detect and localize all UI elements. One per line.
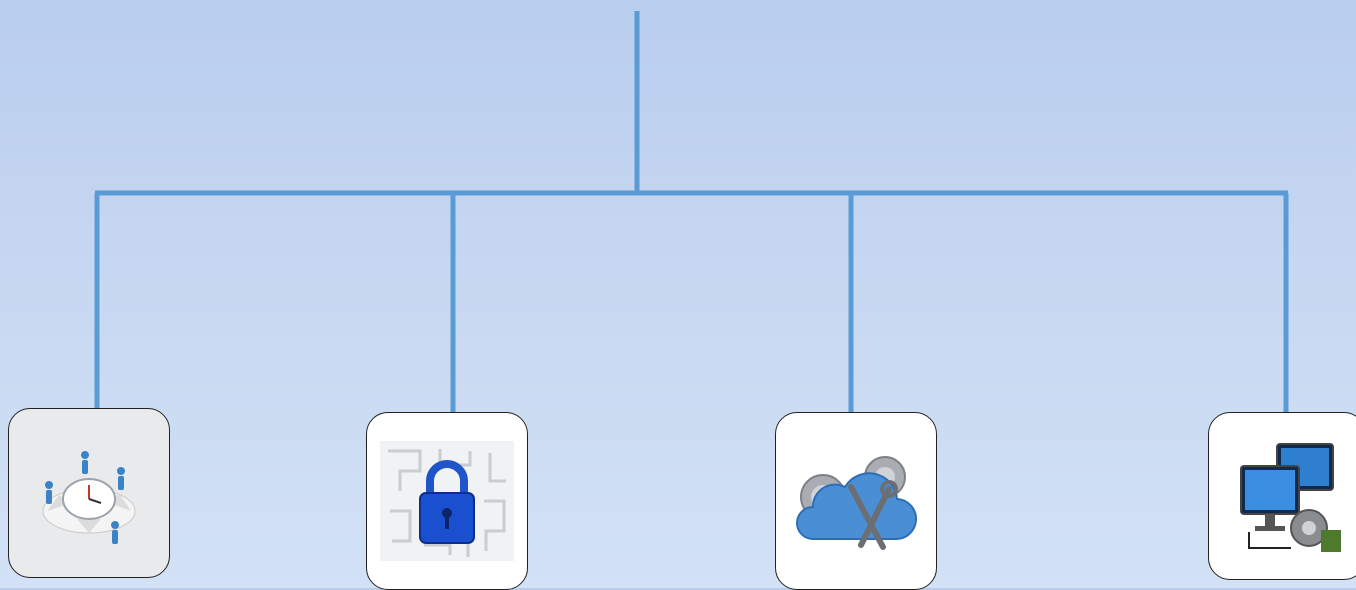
node-computers-settings <box>1208 412 1356 580</box>
node-security-lock <box>366 412 528 590</box>
cloud-gear-tools-icon <box>791 441 921 561</box>
team-clock-icon <box>29 433 149 553</box>
node-team-time-management <box>8 408 170 578</box>
monitors-gear-icon <box>1231 436 1343 556</box>
padlock-maze-icon <box>380 441 514 561</box>
node-cloud-tools <box>775 412 937 590</box>
